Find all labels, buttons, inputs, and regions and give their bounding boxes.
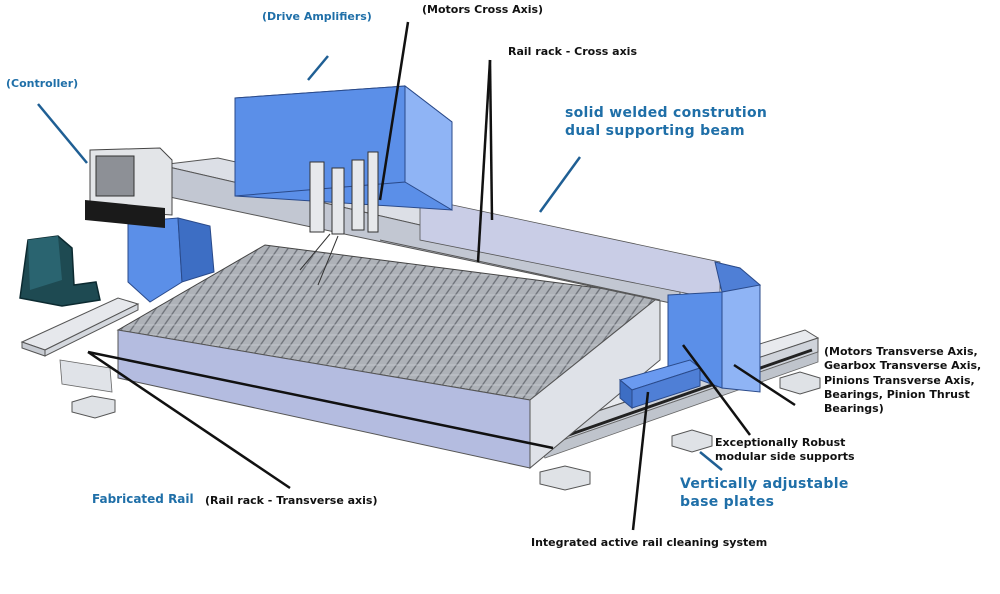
label-drive-amplifiers: (Drive Amplifiers) xyxy=(262,10,372,23)
base-plates xyxy=(71,371,821,491)
controller-unit xyxy=(85,147,173,228)
left-gantry-support xyxy=(127,217,215,303)
cutting-heads xyxy=(299,151,379,286)
label-base-plates: Vertically adjustable base plates xyxy=(680,476,849,511)
blue-leader-lines xyxy=(37,55,723,471)
right-gantry-support xyxy=(667,261,762,393)
operator-chair xyxy=(19,235,101,307)
label-fabricated-rail: Fabricated Rail xyxy=(92,492,194,506)
label-modular-side-supports: Exceptionally Robust modular side suppor… xyxy=(715,436,855,464)
label-rail-rack-transverse-axis: (Rail rack - Transverse axis) xyxy=(205,494,378,507)
label-solid-welded-construction: solid welded constrution dual supporting… xyxy=(565,105,768,140)
label-rail-cleaning-system: Integrated active rail cleaning system xyxy=(531,536,768,549)
label-controller: (Controller) xyxy=(6,77,79,90)
label-motors-cross-axis: (Motors Cross Axis) xyxy=(422,3,544,16)
label-motors-transverse-axis: (Motors Transverse Axis, Gearbox Transve… xyxy=(824,345,982,416)
cutting-bed xyxy=(116,244,662,470)
leader-lines xyxy=(87,21,796,531)
label-rail-rack-cross-axis: Rail rack - Cross axis xyxy=(508,45,637,58)
fabricated-rail xyxy=(20,297,140,393)
